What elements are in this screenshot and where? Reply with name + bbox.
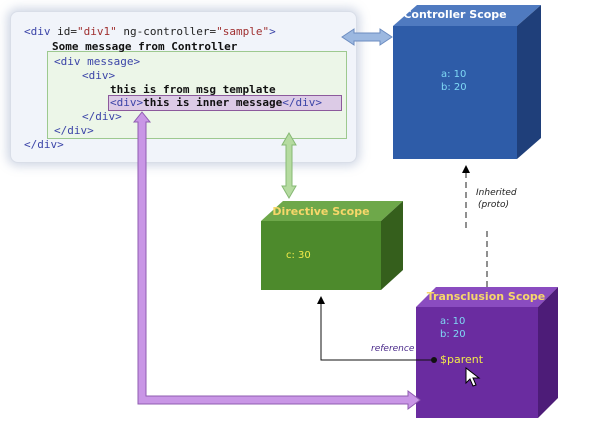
cube-front-face (261, 221, 381, 290)
cube-top-face (416, 287, 558, 307)
code-to-controller-link (341, 28, 393, 46)
code-line-inner-message: <div>this is inner message</div> (110, 96, 322, 109)
code-token: <div> (110, 96, 144, 109)
code-token: <div (24, 25, 58, 38)
transclusion-parent-label: $parent (440, 353, 484, 366)
inherited-annotation: Inherited (476, 188, 517, 198)
inner-message-highlight (108, 95, 342, 111)
code-line-div-open: <div> (82, 69, 116, 82)
code-line-message-open: <div message> (54, 55, 141, 68)
cube-top-face (261, 201, 403, 221)
reference-annotation: reference (371, 344, 415, 354)
inner-message-to-transclusion-link (132, 111, 421, 410)
code-to-directive-link (281, 132, 297, 199)
controller-scope-value: b: 20 (441, 82, 467, 93)
directive-scope-title: Directive Scope (272, 205, 370, 218)
cube-front-face (416, 307, 538, 418)
cube-side-face (538, 287, 558, 418)
code-token: </div> (282, 96, 322, 109)
code-line-div-close: </div> (82, 110, 122, 123)
code-token: ng-controller= (116, 25, 217, 38)
code-line-div1-close: </div> (24, 138, 64, 151)
code-token: id= (57, 25, 77, 38)
proto-annotation: (proto) (478, 200, 509, 210)
code-line-message-close: </div> (54, 124, 94, 137)
transclusion-scope-title: Transclusion Scope (426, 290, 546, 303)
transclusion-scope-cube (416, 287, 558, 418)
cube-front-face (393, 26, 517, 159)
directive-scope-cube (261, 201, 403, 290)
transclusion-scope-value: a: 10 (440, 316, 466, 327)
directive-scope-value: c: 30 (286, 250, 311, 261)
code-token: > (269, 25, 276, 38)
controller-scope-cube (393, 5, 541, 159)
code-line-template-text: this is from msg template (110, 83, 276, 96)
controller-scope-value: a: 10 (441, 69, 467, 80)
code-token: "div1" (77, 25, 117, 38)
cube-side-face (381, 201, 403, 290)
parent-reference-dot (431, 357, 437, 363)
controller-scope-title: Controller Scope (403, 8, 507, 21)
code-token: "sample" (216, 25, 270, 38)
mouse-cursor-icon (465, 366, 481, 387)
cube-side-face (517, 5, 541, 159)
code-line-div1: <div id="div1" ng-controller="sample"> (24, 25, 276, 38)
cube-top-face (393, 5, 541, 26)
code-line-controller-message: Some message from Controller (52, 40, 238, 53)
code-token: this is inner message (143, 96, 283, 109)
transclusion-scope-value: b: 20 (440, 329, 466, 340)
parent-reference-arrow (317, 296, 432, 361)
